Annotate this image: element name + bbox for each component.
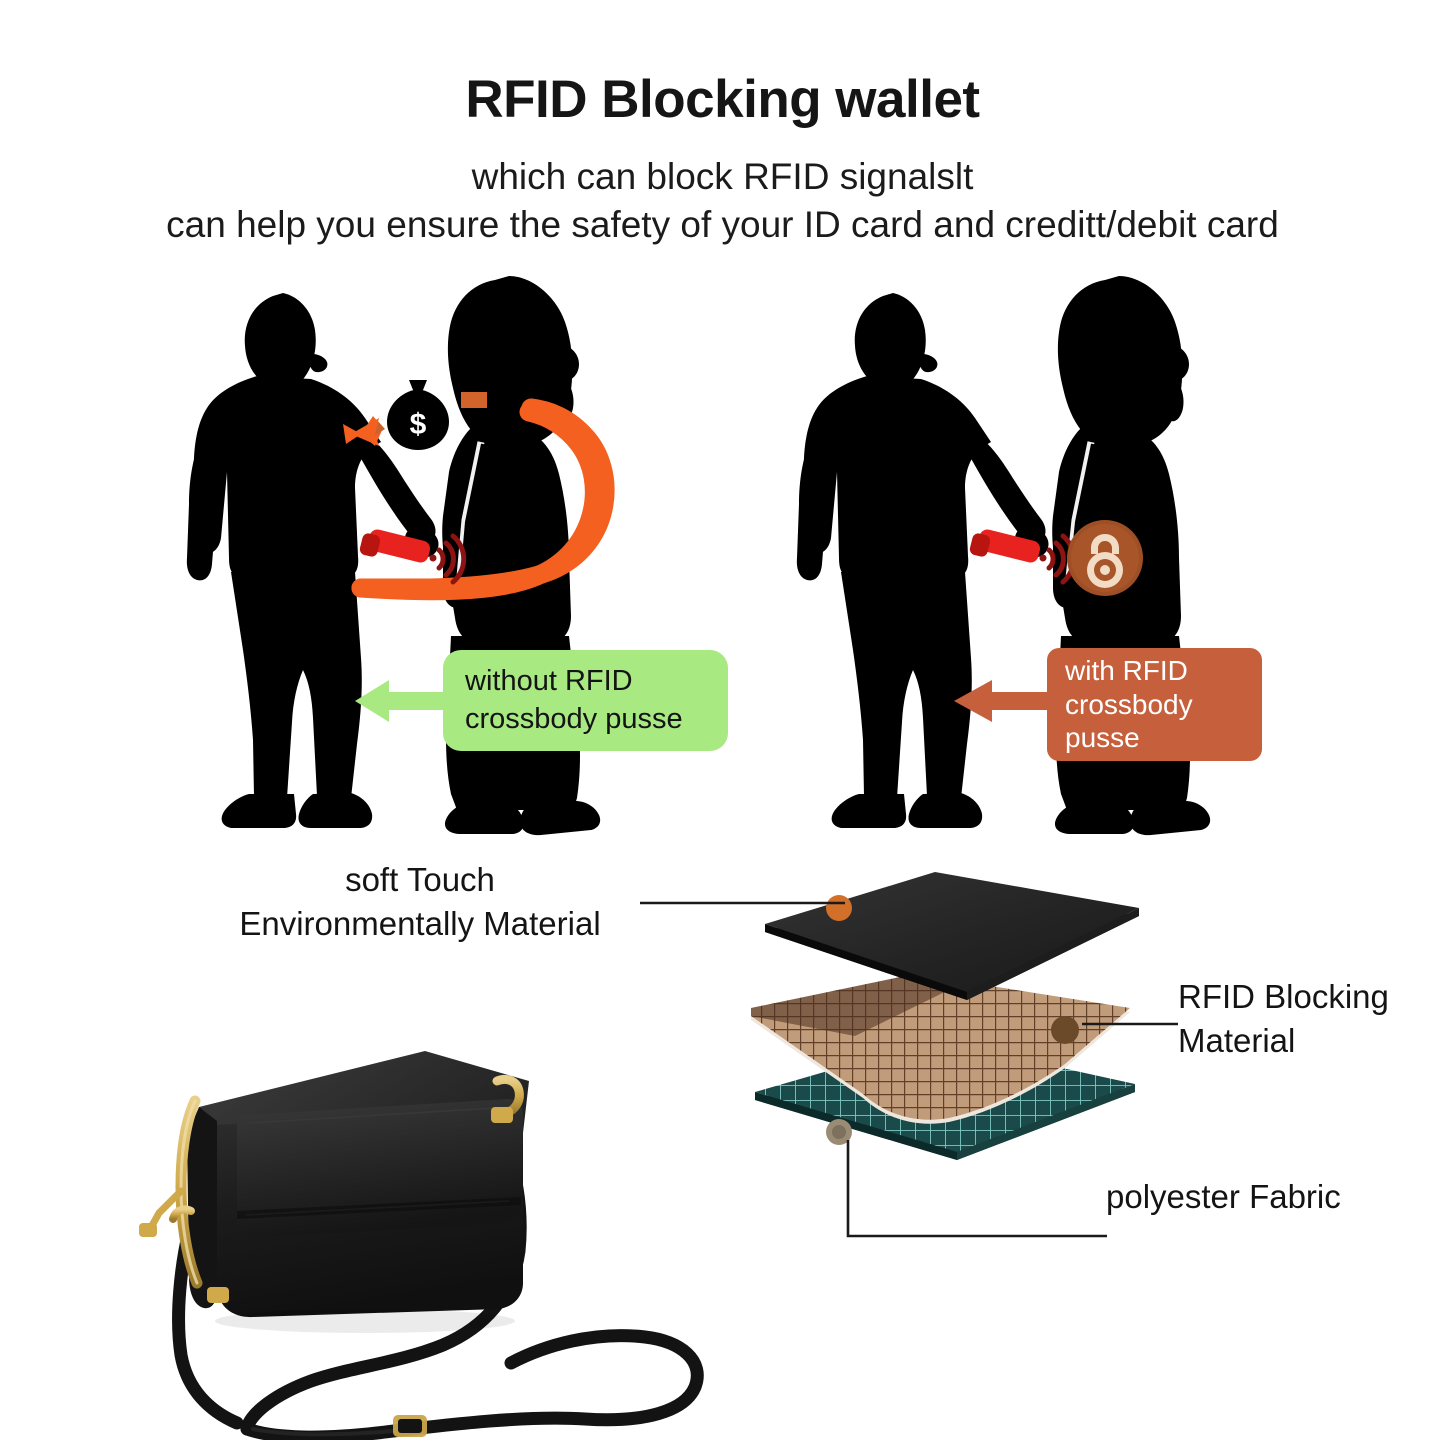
thief-silhouette	[796, 293, 1049, 828]
bag-zipper	[139, 1095, 203, 1289]
layer-middle-copper-mesh	[751, 974, 1130, 1124]
scene-with-rfid	[775, 258, 1265, 843]
subtitle-line-1: which can block RFID signalslt	[471, 156, 974, 197]
callout-without-rfid: without RFID crossbody pusse	[443, 650, 728, 751]
rfid-signal-waves	[429, 533, 467, 585]
leader-line-soft-touch	[640, 901, 845, 905]
layer-top-black-leather	[765, 872, 1139, 1000]
exploded-material-layers	[735, 860, 1155, 1205]
thief-silhouette	[186, 293, 439, 828]
bag-body	[187, 1051, 529, 1318]
rfid-blocking-purse-lock	[1067, 520, 1143, 596]
bag-hardware	[169, 1074, 524, 1303]
product-crossbody-bag	[125, 1015, 765, 1444]
callout-arrow-green	[353, 676, 449, 726]
rfid-scanner-device	[969, 529, 1041, 563]
layer-dot-middle	[1051, 1016, 1079, 1044]
rfid-scanner-device	[359, 529, 431, 563]
leader-line-polyester	[846, 1140, 1107, 1238]
callout-with-rfid: with RFID crossbody pusse	[1047, 648, 1262, 761]
annotation-polyester-fabric: polyester Fabric	[1106, 1178, 1341, 1215]
svg-text:$: $	[410, 408, 427, 441]
strap-adjuster-buckle	[393, 1415, 427, 1437]
annotation-soft-touch: soft Touch Environmentally Material	[239, 861, 601, 943]
page-title: RFID Blocking wallet	[465, 70, 980, 129]
callout-arrow-orange	[952, 678, 1057, 724]
money-bag-icon: $	[387, 380, 449, 450]
callout-with-rfid-text: with RFID crossbody pusse	[1065, 655, 1193, 754]
callout-without-rfid-text: without RFID crossbody pusse	[465, 665, 683, 735]
annotation-rfid-blocking: RFID Blocking Material	[1178, 978, 1389, 1060]
money-transfer-arrow	[343, 392, 487, 446]
scene-without-rfid: $	[165, 258, 705, 843]
leader-line-rfid-blocking	[1082, 1022, 1178, 1026]
subtitle-line-2: can help you ensure the safety of your I…	[166, 204, 1279, 245]
layer-dot-top	[826, 895, 852, 921]
